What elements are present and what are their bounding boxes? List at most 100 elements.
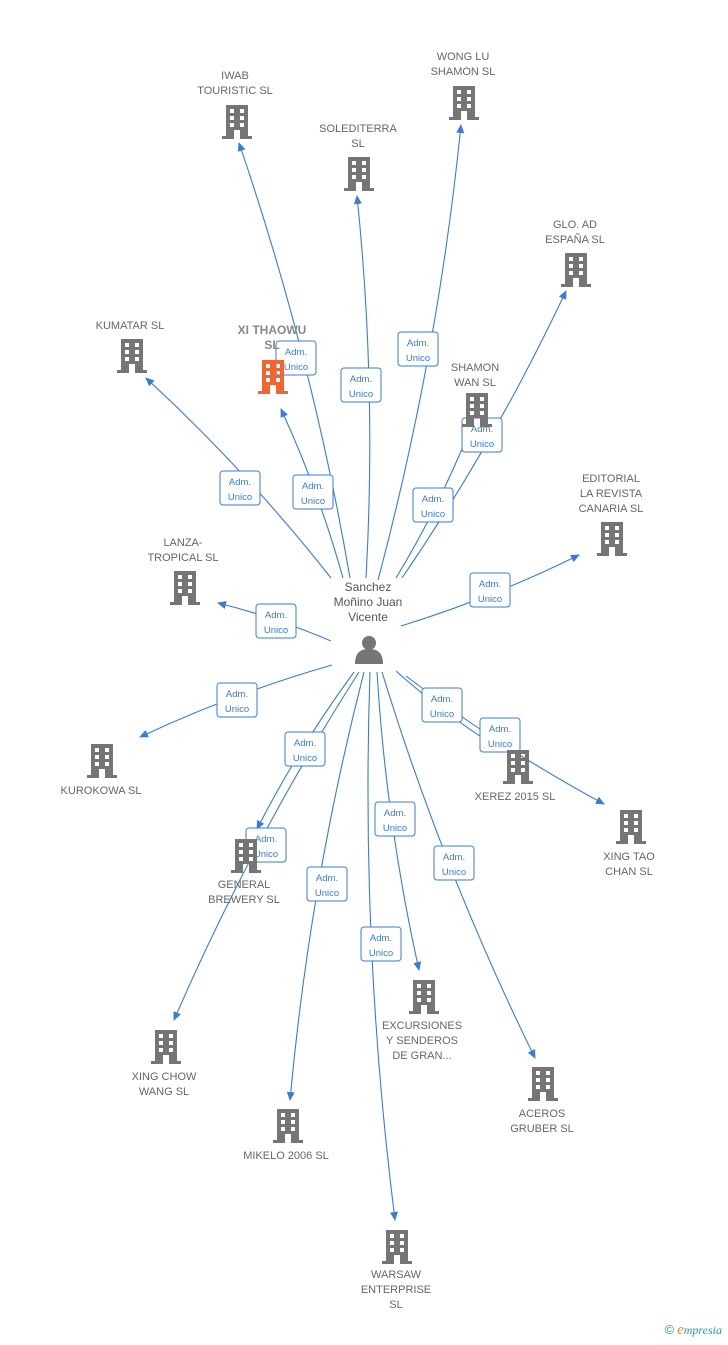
company-label: KUROKOWA SL xyxy=(61,785,142,797)
edge-label-box xyxy=(397,331,439,367)
person-icon xyxy=(355,636,383,664)
building-icon xyxy=(409,980,439,1014)
edge-label-text: Adm.Unico xyxy=(470,424,494,450)
edge-label-warsaw[interactable]: Adm.Unico xyxy=(360,926,402,962)
edge-label-text: Adm.Unico xyxy=(293,738,317,764)
building-icon xyxy=(597,522,627,556)
company-node-kurokowa[interactable]: KUROKOWA SL xyxy=(61,744,142,797)
building-icon xyxy=(344,157,374,191)
edge-label-excursiones[interactable]: Adm.Unico xyxy=(374,801,416,837)
company-node-xerez[interactable]: XEREZ 2015 SL xyxy=(475,750,556,803)
building-icon xyxy=(561,253,591,287)
edge-labels-layer: Adm.UnicoAdm.UnicoAdm.UnicoAdm.UnicoAdm.… xyxy=(216,331,521,962)
edge-label-xithaowu[interactable]: Adm.Unico xyxy=(292,474,334,510)
building-icon xyxy=(222,105,252,139)
company-label: KUMATAR SL xyxy=(96,320,165,332)
company-label: XEREZ 2015 SL xyxy=(475,791,556,803)
company-label: LANZA-TROPICAL SL xyxy=(147,537,218,564)
edge-label-text: Adm.Unico xyxy=(301,481,325,507)
edge-label-kumatar[interactable]: Adm.Unico xyxy=(219,470,261,506)
edge-label-box xyxy=(433,845,475,881)
empresia-logo: © empresia xyxy=(665,1322,723,1339)
edge-label-box xyxy=(275,340,317,376)
building-icon xyxy=(503,750,533,784)
building-icon xyxy=(117,339,147,373)
company-label: MIKELO 2006 SL xyxy=(243,1150,329,1162)
edge-label-box xyxy=(255,603,297,639)
edge-label-text: Adm.Unico xyxy=(478,579,502,605)
edge-label-mikelo[interactable]: Adm.Unico xyxy=(306,866,348,902)
edge-label-aceros[interactable]: Adm.Unico xyxy=(433,845,475,881)
building-icon xyxy=(170,571,200,605)
edge-label-editorial[interactable]: Adm.Unico xyxy=(469,572,511,608)
edge-label-box xyxy=(421,687,463,723)
edge-label-kurokowa[interactable]: Adm.Unico xyxy=(216,682,258,718)
edge-label-box xyxy=(306,866,348,902)
edge-label-box xyxy=(360,926,402,962)
edge-label-text: Adm.Unico xyxy=(430,694,454,720)
building-icon xyxy=(258,360,288,394)
edge-label-text: Adm.Unico xyxy=(488,724,512,750)
company-node-lanza[interactable]: LANZA-TROPICAL SL xyxy=(147,537,219,605)
edge-label-shamonwan[interactable]: Adm.Unico xyxy=(412,487,454,523)
edge-label-text: Adm.Unico xyxy=(264,610,288,636)
company-node-kumatar[interactable]: KUMATAR SL xyxy=(96,320,165,373)
copyright-symbol: © xyxy=(664,1322,675,1337)
building-icon xyxy=(151,1030,181,1064)
edge-label-iwab[interactable]: Adm.Unico xyxy=(275,340,317,376)
edge-label-box xyxy=(284,731,326,767)
edge-label-lanza[interactable]: Adm.Unico xyxy=(255,603,297,639)
edge-label-box xyxy=(412,487,454,523)
edge-label-text: Adm.Unico xyxy=(228,477,252,503)
edge-label-box xyxy=(219,470,261,506)
building-icon xyxy=(449,86,479,120)
edge-label-text: Adm.Unico xyxy=(315,873,339,899)
building-icon xyxy=(273,1109,303,1143)
building-icon xyxy=(528,1067,558,1101)
edge-label-text: Adm.Unico xyxy=(284,347,308,373)
edge-label-solediterra[interactable]: Adm.Unico xyxy=(340,367,382,403)
edge-label-box xyxy=(216,682,258,718)
edge-label-text: Adm.Unico xyxy=(254,834,278,860)
edge-label-wonglu[interactable]: Adm.Unico xyxy=(397,331,439,367)
edge-label-text: Adm.Unico xyxy=(421,494,445,520)
logo-initial: e xyxy=(677,1322,684,1338)
building-icon xyxy=(87,744,117,778)
edge-label-xerez[interactable]: Adm.Unico xyxy=(421,687,463,723)
edge-label-box xyxy=(292,474,334,510)
edge-label-xingtao[interactable]: Adm.Unico xyxy=(479,717,521,753)
building-icon xyxy=(616,810,646,844)
building-icon xyxy=(382,1230,412,1264)
company-node-mikelo[interactable]: MIKELO 2006 SL xyxy=(243,1109,329,1162)
edge-label-general[interactable]: Adm.Unico xyxy=(284,731,326,767)
